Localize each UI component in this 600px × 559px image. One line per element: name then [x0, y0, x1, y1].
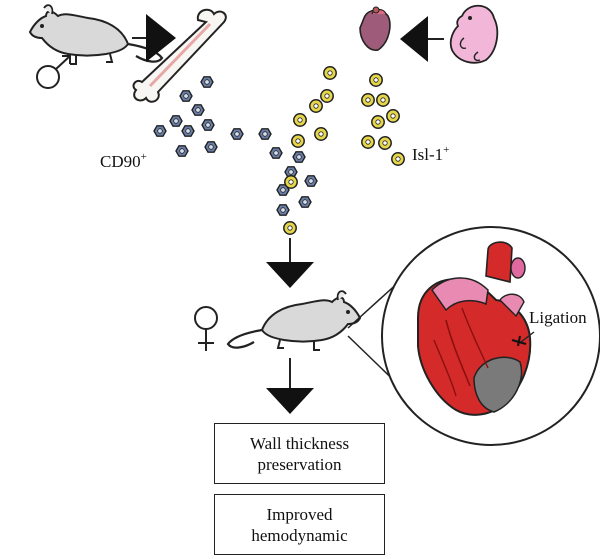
hemodynamic-line2: hemodynamic [251, 525, 348, 545]
arrow-to-recipient-icon [266, 238, 314, 288]
cd90-cells [153, 76, 318, 216]
heart-icon [417, 241, 532, 416]
arrow-to-outcomes-icon [266, 358, 314, 414]
isl1-cells [283, 66, 405, 235]
female-symbol-icon [194, 306, 218, 351]
arrow-to-bone-icon [132, 14, 176, 62]
male-symbol-icon [36, 55, 71, 89]
embryo-icon [449, 4, 499, 64]
bone-icon [132, 8, 227, 103]
donor-rat-icon [28, 4, 164, 66]
fetal-heart-icon [359, 6, 391, 51]
wall-thickness-line2: preservation [257, 454, 342, 474]
outcome-box-wall-thickness: Wall thickness preservation [214, 423, 385, 484]
ligation-label: Ligation [529, 308, 587, 327]
isl1-label: Isl-1+ [412, 144, 449, 164]
ligation-pointer [520, 331, 535, 343]
cd90-label: CD90+ [100, 151, 147, 171]
wall-thickness-line1: Wall thickness [249, 433, 350, 453]
hemodynamic-line1: Improved [266, 504, 333, 524]
recipient-rat-icon [226, 290, 362, 352]
outcome-box-hemodynamic: Improved hemodynamic [214, 494, 385, 555]
arrow-to-fetal-heart-icon [400, 16, 444, 62]
